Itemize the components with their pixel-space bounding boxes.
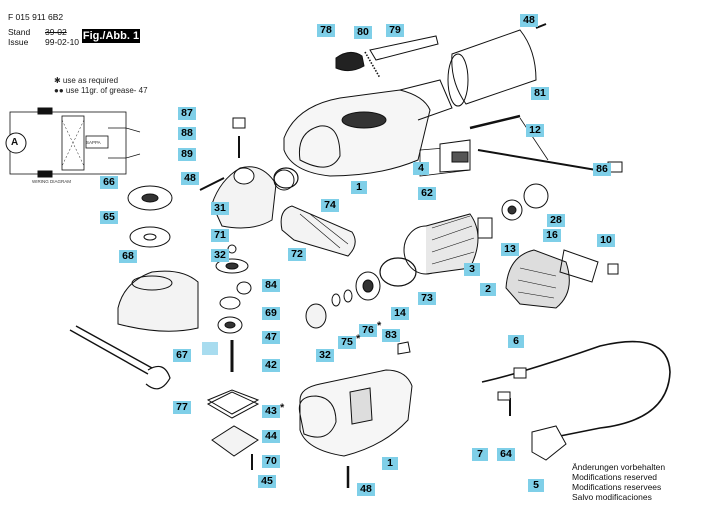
note-fr: Modifications reservees <box>572 482 662 492</box>
callout: 7 <box>472 448 488 461</box>
callout: 32 <box>211 249 229 262</box>
callout: 5 <box>528 479 544 492</box>
note-de: Änderungen vorbehalten <box>572 462 666 472</box>
motor-housing-bottom <box>298 369 413 457</box>
legend-as-required: ✱ use as required <box>54 76 119 85</box>
callout: 74 <box>321 199 339 212</box>
callout: 43 <box>262 405 280 418</box>
callout: 78 <box>317 24 335 37</box>
callout: 48 <box>357 483 375 496</box>
motor-symbol: A <box>11 137 19 148</box>
callout: 71 <box>211 229 229 242</box>
as-required-mark: * <box>377 320 382 332</box>
callout: 2 <box>480 283 496 296</box>
callout: 48 <box>181 172 199 185</box>
callout: 79 <box>386 24 404 37</box>
callout: 6 <box>508 335 524 348</box>
callout: 72 <box>288 248 306 261</box>
wiring-caption: WIRING DIAGRAM <box>32 179 71 184</box>
callout: 31 <box>211 202 229 215</box>
callout: 66 <box>100 176 118 189</box>
brush-cover <box>447 23 547 107</box>
motor-housing-top <box>283 79 453 177</box>
issue-date: 99-02-10 <box>45 37 80 47</box>
callout: 42 <box>262 359 280 372</box>
empty-callout <box>202 342 218 355</box>
callout: 65 <box>100 211 118 224</box>
stand-old-date: 39-02 <box>45 27 67 37</box>
callout: 28 <box>547 214 565 227</box>
callout: 86 <box>593 163 611 176</box>
callout: 48 <box>520 14 538 27</box>
callout: 70 <box>262 455 280 468</box>
figure-label: Fig./Abb. 1 <box>82 29 140 43</box>
callout: 69 <box>262 307 280 320</box>
as-required-mark: * <box>280 402 285 414</box>
issue-label: Issue <box>8 37 29 47</box>
callout: 76 <box>359 324 377 337</box>
sappa-label: SAPPA <box>86 140 101 145</box>
callout: 1 <box>351 181 367 194</box>
wiring-diagram <box>5 107 141 178</box>
callout: 3 <box>464 263 480 276</box>
callout: 16 <box>543 229 561 242</box>
callout: 62 <box>418 187 436 200</box>
modification-notes: Änderungen vorbehalten Modifications res… <box>572 462 665 502</box>
callout: 44 <box>262 430 280 443</box>
callout: 77 <box>173 401 191 414</box>
stand-label: Stand <box>8 27 31 37</box>
note-en: Modifications reserved <box>572 472 658 482</box>
callout: 73 <box>418 292 436 305</box>
callout: 80 <box>354 26 372 39</box>
callout: 84 <box>262 279 280 292</box>
callout: 64 <box>497 448 515 461</box>
part-number: F 015 911 6B2 <box>8 12 64 22</box>
callout: 83 <box>382 329 400 342</box>
callout: 47 <box>262 331 280 344</box>
callout: 67 <box>173 349 191 362</box>
callout: 88 <box>178 127 196 140</box>
legend-grease: ●● use 11gr. of grease- 47 <box>54 86 148 95</box>
callout: 4 <box>413 162 429 175</box>
callout: 68 <box>119 250 137 263</box>
callout: 10 <box>597 234 615 247</box>
armature <box>403 213 493 275</box>
callout: 32 <box>316 349 334 362</box>
side-handle <box>280 205 356 257</box>
callout: 81 <box>531 87 549 100</box>
callout: 89 <box>178 148 196 161</box>
note-es: Salvo modificaciones <box>572 492 652 502</box>
callout: 1 <box>382 457 398 470</box>
callout: 87 <box>178 107 196 120</box>
callout: 75 <box>338 336 356 349</box>
switch-cover-group <box>335 35 439 79</box>
callout: 13 <box>501 243 519 256</box>
callout: 12 <box>526 124 544 137</box>
as-required-mark: * <box>356 333 361 345</box>
callout: 45 <box>258 475 276 488</box>
callout: 14 <box>391 307 409 320</box>
